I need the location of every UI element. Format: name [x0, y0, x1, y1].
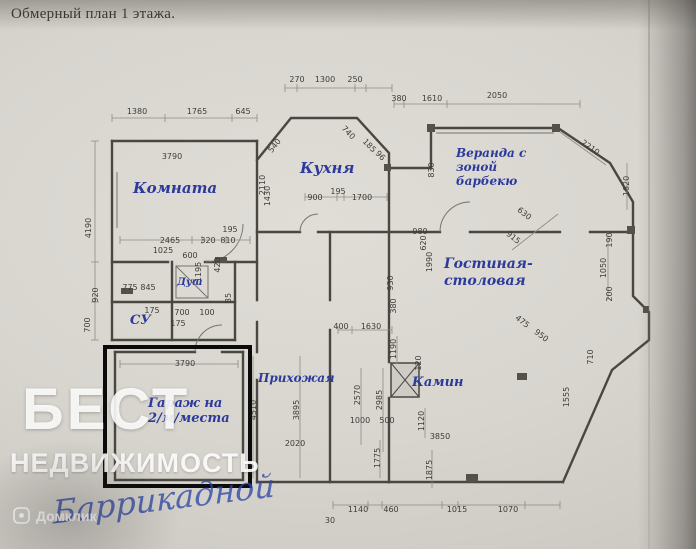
domclick-house-icon: [13, 507, 30, 524]
watermark-best: БЕСТ: [22, 377, 191, 442]
garage-highlight-box: [103, 345, 252, 488]
fireplace-symbol: [390, 362, 420, 398]
domclick-logo: Домклик: [13, 507, 97, 524]
dimension-lines-layer: [91, 84, 628, 509]
fixtures-layer: [116, 132, 554, 353]
plan-title: Обмерный план 1 этажа.: [11, 6, 176, 22]
domclick-logo-text: Домклик: [36, 507, 97, 524]
watermark-nedvizhimost: НЕДВИЖИМОСТЬ: [10, 448, 260, 478]
